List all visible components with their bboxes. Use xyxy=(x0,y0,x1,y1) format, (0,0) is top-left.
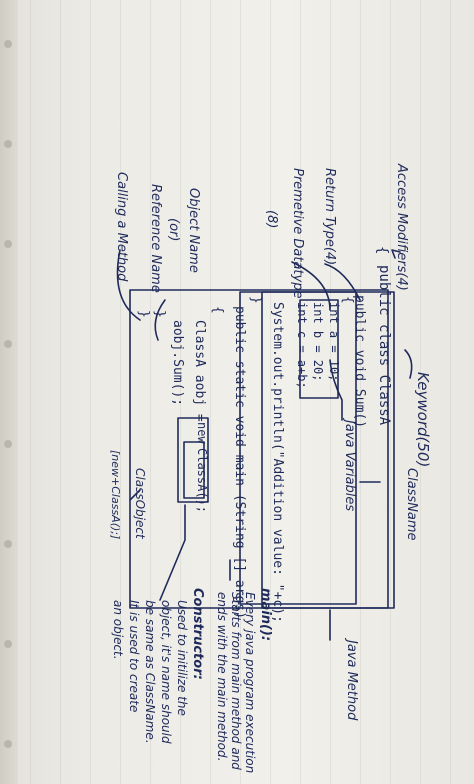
java-variables-label: Java Variables xyxy=(342,417,357,511)
line-c: int c = a+b; xyxy=(295,302,309,389)
new-object-box xyxy=(177,417,209,503)
line-b: int b = 20; xyxy=(311,302,325,381)
return-type-label: Return Type(4) xyxy=(322,168,337,265)
brace-close-3: } xyxy=(152,310,167,318)
binder-hole xyxy=(4,40,12,48)
keyword-arrow xyxy=(404,349,413,379)
brace-open-1: { xyxy=(374,246,390,254)
binding-margin xyxy=(0,0,18,784)
brace-open-3: { xyxy=(210,306,225,314)
main-method-box xyxy=(261,291,395,609)
constructor-note-line-1: Used to initilize the xyxy=(175,600,189,716)
binder-hole xyxy=(4,140,12,148)
object-name-label: Object Name xyxy=(186,188,201,273)
sum-call: aobj.Sum(); xyxy=(170,320,185,406)
constructor-note-line-4: It is used to create xyxy=(127,600,141,712)
keyword-label: Keyword(50) xyxy=(414,372,432,467)
java-variables-arrow xyxy=(329,359,343,421)
constructor-note-line-2: object, it's name should xyxy=(159,600,173,744)
access-modifiers-label: Access Modifiers(4) xyxy=(394,163,409,291)
main-declaration: public static void main (String [] args) xyxy=(232,306,247,619)
calling-method-arrow xyxy=(116,249,141,321)
main-note-line-1: Every java program execution xyxy=(243,592,257,773)
object-name-arrow xyxy=(154,299,166,341)
class-object-label: ClassObject xyxy=(133,468,147,540)
binder-hole xyxy=(4,740,12,748)
datatype-arrow xyxy=(291,261,331,311)
constructor-note-line-3: be same as ClassName. xyxy=(143,600,157,744)
constructor-arrow xyxy=(159,504,186,601)
return-type-arrow xyxy=(324,263,361,301)
classa-ctor-box xyxy=(183,441,205,499)
main-note-title: main(): xyxy=(258,588,273,641)
line-a: int a = 10; xyxy=(327,302,341,381)
class-object-arrow xyxy=(129,489,141,501)
variables-box xyxy=(299,299,339,399)
class-declaration: public class ClassA xyxy=(376,265,392,426)
constructor-note-line-5: an object. xyxy=(111,600,125,660)
binder-hole xyxy=(4,540,12,548)
brace-close-1: } xyxy=(136,310,151,318)
constructor-call: ClassA(); xyxy=(195,448,209,513)
binder-hole xyxy=(4,440,12,448)
primitive-datatype-label: Premetive Datatype xyxy=(290,168,305,298)
binder-hole xyxy=(4,340,12,348)
binder-hole xyxy=(4,640,12,648)
java-method-label: Java Method xyxy=(344,637,359,721)
println-statement: System.out.println("Addition value: "+c)… xyxy=(270,302,285,623)
constructor-note-title: Constructor: xyxy=(190,588,205,680)
primitive-count-label: (8) xyxy=(264,210,279,228)
brace-open-2: { xyxy=(340,296,355,304)
new-keyword: new xyxy=(195,422,209,444)
class-object-expr-label: [new+ClassA();] xyxy=(109,450,122,539)
access-arrow xyxy=(391,249,401,259)
reference-name-label: Reference Name xyxy=(148,184,163,293)
classname-label: ClassName xyxy=(404,468,419,541)
brace-close-2: } xyxy=(248,296,263,304)
binder-hole xyxy=(4,240,12,248)
main-note-line-2: Starts from main method and xyxy=(229,592,243,770)
calling-method-label: Calling a Method xyxy=(114,172,129,282)
main-note-line-3: ends with the main method. xyxy=(215,592,229,761)
main-class-box xyxy=(129,289,389,609)
object-creation: ClassA aobj = xyxy=(192,320,207,422)
or-label: (or) xyxy=(166,218,181,241)
sum-method-declaration: public void Sum() xyxy=(352,295,367,428)
